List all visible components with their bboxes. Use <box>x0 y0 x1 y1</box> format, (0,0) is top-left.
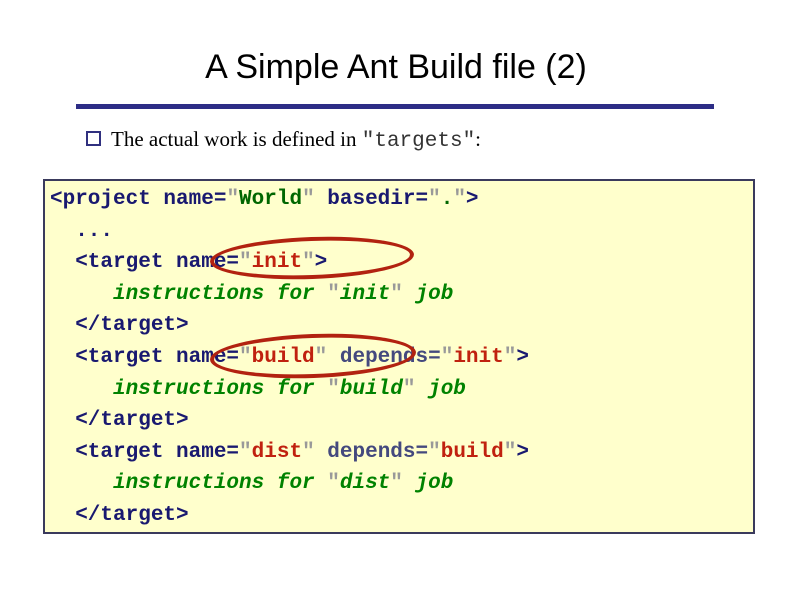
code-block: <project name="World" basedir="."> ... <… <box>43 179 755 534</box>
code-line: <target name="dist" depends="build"> <box>50 440 529 464</box>
code-line: </target> <box>50 409 189 433</box>
code-line: </target> <box>50 503 189 527</box>
code-line: <project name="World" basedir="."> <box>50 188 479 211</box>
bullet-text-before: The actual work is defined in <box>111 127 362 151</box>
code-line: ... <box>50 219 114 243</box>
bullet-text-after: : <box>475 127 482 151</box>
code-line: <target name="init"> <box>50 251 328 275</box>
bullet-code-term: "targets" <box>361 130 476 153</box>
bullet-line: The actual work is defined in "targets": <box>86 126 746 155</box>
code-line: instructions for "dist" job <box>50 472 454 496</box>
slide-title: A Simple Ant Build file (2) <box>205 48 587 86</box>
code-line: </target> <box>50 314 189 338</box>
bullet-text: The actual work is defined in "targets": <box>111 126 481 155</box>
code-line: instructions for "build" job <box>50 377 466 401</box>
code-line: instructions for "init" job <box>50 282 454 306</box>
square-bullet-icon <box>86 131 101 146</box>
title-divider-rule <box>76 104 714 109</box>
code-line: <target name="build" depends="init"> <box>50 345 529 369</box>
code-content: <project name="World" basedir="."> ... <… <box>50 184 753 532</box>
